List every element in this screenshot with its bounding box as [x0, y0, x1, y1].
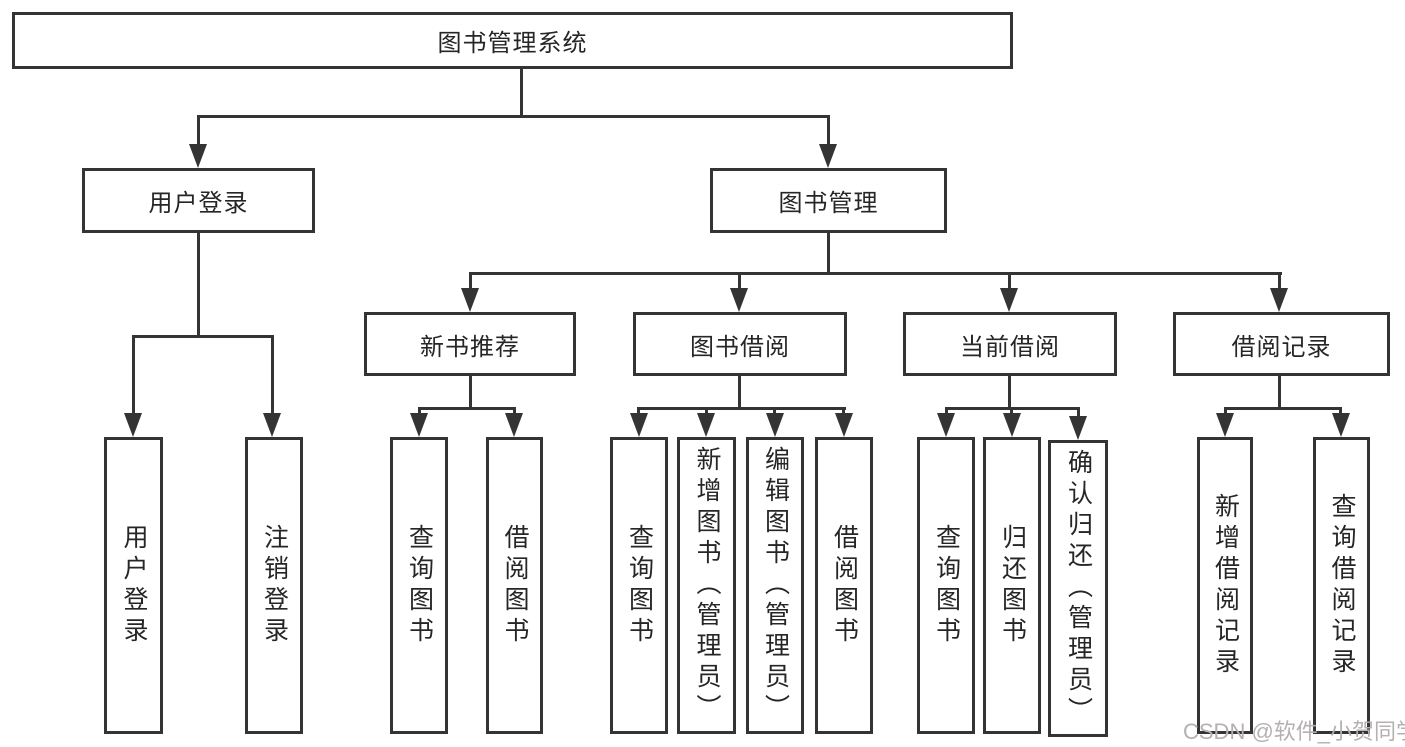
node-label: 图书管理系统	[437, 30, 588, 57]
connector-segment	[738, 272, 741, 290]
arrow-down-icon	[263, 413, 281, 437]
leaf-add-book-admin: 新增图书（管理员）	[677, 437, 736, 734]
node-user-login: 用户登录	[82, 168, 315, 233]
leaf-query-books-current: 查询图书	[917, 437, 975, 734]
connector-segment	[132, 335, 135, 415]
connector-segment	[738, 376, 741, 409]
connector-segment	[513, 407, 516, 417]
connector-segment	[1077, 407, 1080, 417]
node-label: 借阅图书	[830, 523, 859, 648]
leaf-return-books: 归还图书	[983, 437, 1041, 734]
node-label: 当前借阅	[960, 333, 1060, 361]
node-new-book-recommendation: 新书推荐	[364, 312, 576, 376]
connector-segment	[1008, 272, 1011, 290]
connector-segment	[469, 272, 472, 290]
leaf-confirm-return-admin: 确认归还（管理员）	[1048, 440, 1108, 737]
arrow-down-icon	[189, 144, 207, 168]
connector-segment	[705, 407, 708, 417]
arrow-down-icon	[1332, 413, 1350, 437]
leaf-add-borrowing-record: 新增借阅记录	[1197, 437, 1253, 734]
connector-segment	[271, 335, 274, 415]
node-label: 用户登录	[120, 523, 148, 648]
arrow-down-icon	[1216, 413, 1234, 437]
node-label: 归还图书	[998, 523, 1027, 648]
connector-segment	[197, 115, 200, 146]
node-label: 借阅记录	[1231, 333, 1332, 361]
connector-segment	[1224, 407, 1227, 417]
node-label: 新增借阅记录	[1211, 492, 1240, 679]
node-label: 新书推荐	[420, 333, 520, 361]
node-borrowing-records: 借阅记录	[1173, 312, 1390, 376]
connector-segment	[827, 115, 830, 146]
leaf-query-books-borrowing: 查询图书	[610, 437, 668, 734]
node-library-management-system: 图书管理系统	[12, 12, 1013, 69]
arrow-down-icon	[697, 413, 715, 437]
leaf-query-borrowing-record: 查询借阅记录	[1313, 437, 1370, 734]
csdn-watermark: CSDN @软件_小贺同学	[1183, 719, 1405, 744]
connector-segment	[418, 407, 421, 417]
arrow-down-icon	[730, 288, 748, 312]
node-label: 查询图书	[405, 523, 434, 648]
connector-segment	[827, 233, 830, 274]
connector-segment	[842, 407, 845, 417]
node-label: 图书管理	[778, 190, 879, 217]
arrow-down-icon	[505, 413, 523, 437]
connector-segment	[773, 407, 776, 417]
node-label: 图书借阅	[690, 333, 790, 361]
leaf-edit-book-admin: 编辑图书（管理员）	[746, 437, 804, 734]
connector-segment	[1278, 376, 1281, 409]
arrow-down-icon	[630, 413, 648, 437]
node-label: 注销登录	[260, 523, 289, 648]
arrow-down-icon	[1003, 413, 1021, 437]
node-label: 查询借阅记录	[1328, 492, 1356, 679]
node-current-borrowing: 当前借阅	[903, 312, 1117, 376]
node-label: 查询图书	[625, 523, 654, 648]
arrow-down-icon	[937, 413, 955, 437]
node-label: 确认归还（管理员）	[1064, 449, 1093, 728]
node-label: 新增图书（管理员）	[693, 446, 721, 725]
leaf-query-books-recommend: 查询图书	[390, 437, 448, 734]
connector-segment	[1224, 407, 1342, 410]
connector-segment	[197, 115, 830, 118]
node-label: 编辑图书（管理员）	[761, 446, 790, 725]
arrow-down-icon	[410, 413, 428, 437]
connector-segment	[637, 407, 640, 417]
connector-segment	[520, 69, 523, 117]
arrow-down-icon	[819, 144, 837, 168]
arrow-down-icon	[766, 413, 784, 437]
arrow-down-icon	[461, 288, 479, 312]
node-label: 查询图书	[932, 523, 961, 648]
arrow-down-icon	[1000, 288, 1018, 312]
connector-segment	[1278, 272, 1281, 290]
connector-segment	[637, 407, 846, 410]
leaf-borrow-books-recommend: 借阅图书	[486, 437, 543, 734]
arrow-down-icon	[1069, 416, 1087, 440]
connector-segment	[197, 233, 200, 337]
leaf-user-login: 用户登录	[104, 437, 163, 734]
node-label: 用户登录	[148, 190, 249, 217]
arrow-down-icon	[124, 413, 142, 437]
leaf-logout: 注销登录	[245, 437, 303, 734]
connector-segment	[469, 376, 472, 409]
leaf-borrow-books-borrowing: 借阅图书	[815, 437, 873, 734]
node-book-borrowing: 图书借阅	[633, 312, 847, 376]
connector-segment	[469, 272, 1282, 275]
connector-segment	[418, 407, 516, 410]
connector-segment	[1008, 376, 1011, 409]
connector-segment	[1339, 407, 1342, 417]
node-label: 借阅图书	[501, 523, 529, 648]
arrow-down-icon	[835, 413, 853, 437]
connector-segment	[945, 407, 948, 417]
node-book-management: 图书管理	[710, 168, 947, 233]
arrow-down-icon	[1270, 288, 1288, 312]
connector-segment	[132, 335, 274, 338]
connector-segment	[1010, 407, 1013, 417]
